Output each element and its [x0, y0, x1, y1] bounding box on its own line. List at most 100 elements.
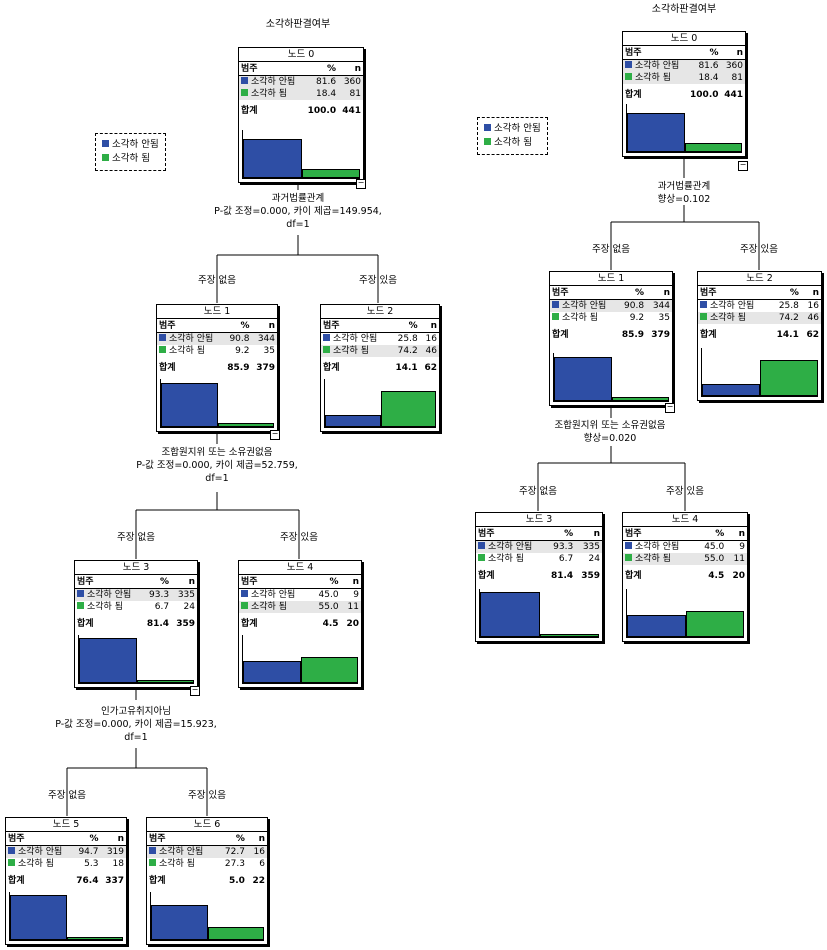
branch-label: 주장 있음 [666, 486, 704, 497]
green-swatch-icon [484, 138, 491, 145]
collapse-node-1-button[interactable]: − [665, 402, 675, 413]
left-legend: 소각하 안됨 소각하 됨 [95, 133, 166, 171]
bar-dismissed [136, 679, 194, 683]
node-bar-chart [150, 892, 264, 941]
node-bar-chart [324, 379, 436, 428]
bar-not-dismissed [480, 592, 540, 637]
node-title: 노드 4 [623, 513, 747, 527]
node-title: 노드 2 [321, 305, 439, 319]
bar-dismissed [207, 926, 264, 940]
bar-dismissed [684, 143, 742, 152]
node-title: 노드 4 [239, 561, 361, 575]
collapse-node-3-button[interactable]: − [190, 685, 200, 696]
right-legend: 소각하 안됨 소각하 됨 [477, 117, 548, 155]
bar-not-dismissed [627, 112, 685, 152]
bar-not-dismissed [151, 905, 208, 940]
bar-not-dismissed [10, 894, 67, 940]
node-bar-chart [9, 892, 123, 941]
node-title: 노드 5 [6, 818, 126, 832]
bar-dismissed [760, 360, 818, 396]
green-swatch-icon [241, 602, 248, 609]
blue-swatch-icon [241, 590, 248, 597]
green-swatch-icon [700, 313, 707, 320]
legend-item: 소각하 됨 [102, 152, 159, 166]
green-swatch-icon [478, 554, 485, 561]
branch-label: 주장 없음 [48, 790, 86, 801]
green-swatch-icon [149, 859, 156, 866]
blue-swatch-icon [159, 334, 166, 341]
bar-not-dismissed [702, 383, 760, 396]
collapse-node-1-button[interactable]: − [270, 429, 280, 440]
blue-swatch-icon [484, 124, 491, 131]
blue-swatch-icon [625, 61, 632, 68]
green-swatch-icon [323, 346, 330, 353]
green-swatch-icon [241, 89, 248, 96]
branch-label: 주장 없음 [519, 486, 557, 497]
bar-dismissed [66, 937, 123, 940]
blue-swatch-icon [478, 542, 485, 549]
blue-swatch-icon [552, 301, 559, 308]
blue-swatch-icon [8, 847, 15, 854]
node-bar-chart [242, 130, 360, 179]
left-tree-title: 소각하판결여부 [265, 19, 331, 30]
node-bar-chart [160, 379, 274, 428]
blue-swatch-icon [77, 590, 84, 597]
left-split-1: 조합원지위 또는 소유권없음 P-값 조정=0.000, 카이 제곱=52.75… [136, 447, 298, 484]
blue-swatch-icon [323, 334, 330, 341]
bar-dismissed [685, 610, 744, 637]
bar-dismissed [301, 169, 360, 178]
bar-dismissed [611, 396, 669, 401]
node-title: 노드 1 [157, 305, 277, 319]
node-bar-chart [78, 635, 194, 684]
node-bar-chart [242, 635, 358, 684]
node-bar-chart [626, 104, 742, 153]
bar-not-dismissed [243, 138, 302, 178]
node-title: 노드 1 [550, 272, 672, 286]
right-tree-title: 소각하판결여부 [651, 4, 717, 15]
collapse-node-0-button[interactable]: − [738, 160, 748, 171]
blue-swatch-icon [625, 542, 632, 549]
bar-dismissed [217, 422, 274, 427]
node-title: 노드 0 [239, 48, 363, 62]
node-title: 노드 3 [75, 561, 197, 575]
node-title: 노드 0 [623, 32, 745, 46]
bar-not-dismissed [627, 615, 686, 637]
node-title: 노드 2 [698, 272, 821, 286]
bar-not-dismissed [554, 357, 612, 401]
branch-label: 주장 있음 [740, 244, 778, 255]
bar-not-dismissed [161, 383, 218, 427]
branch-label: 주장 있음 [188, 790, 226, 801]
green-swatch-icon [77, 602, 84, 609]
branch-label: 주장 없음 [117, 532, 155, 543]
node-title: 노드 6 [147, 818, 267, 832]
blue-swatch-icon [700, 301, 707, 308]
green-swatch-icon [552, 313, 559, 320]
right-split-1: 조합원지위 또는 소유권없음 향상=0.020 [554, 420, 666, 444]
node-bar-chart [701, 348, 818, 397]
blue-swatch-icon [241, 77, 248, 84]
green-swatch-icon [8, 859, 15, 866]
bar-dismissed [380, 391, 436, 427]
legend-item: 소각하 안됨 [484, 122, 541, 136]
branch-label: 주장 없음 [592, 244, 630, 255]
bar-not-dismissed [243, 661, 301, 683]
green-swatch-icon [625, 73, 632, 80]
collapse-node-0-button[interactable]: − [356, 178, 366, 189]
